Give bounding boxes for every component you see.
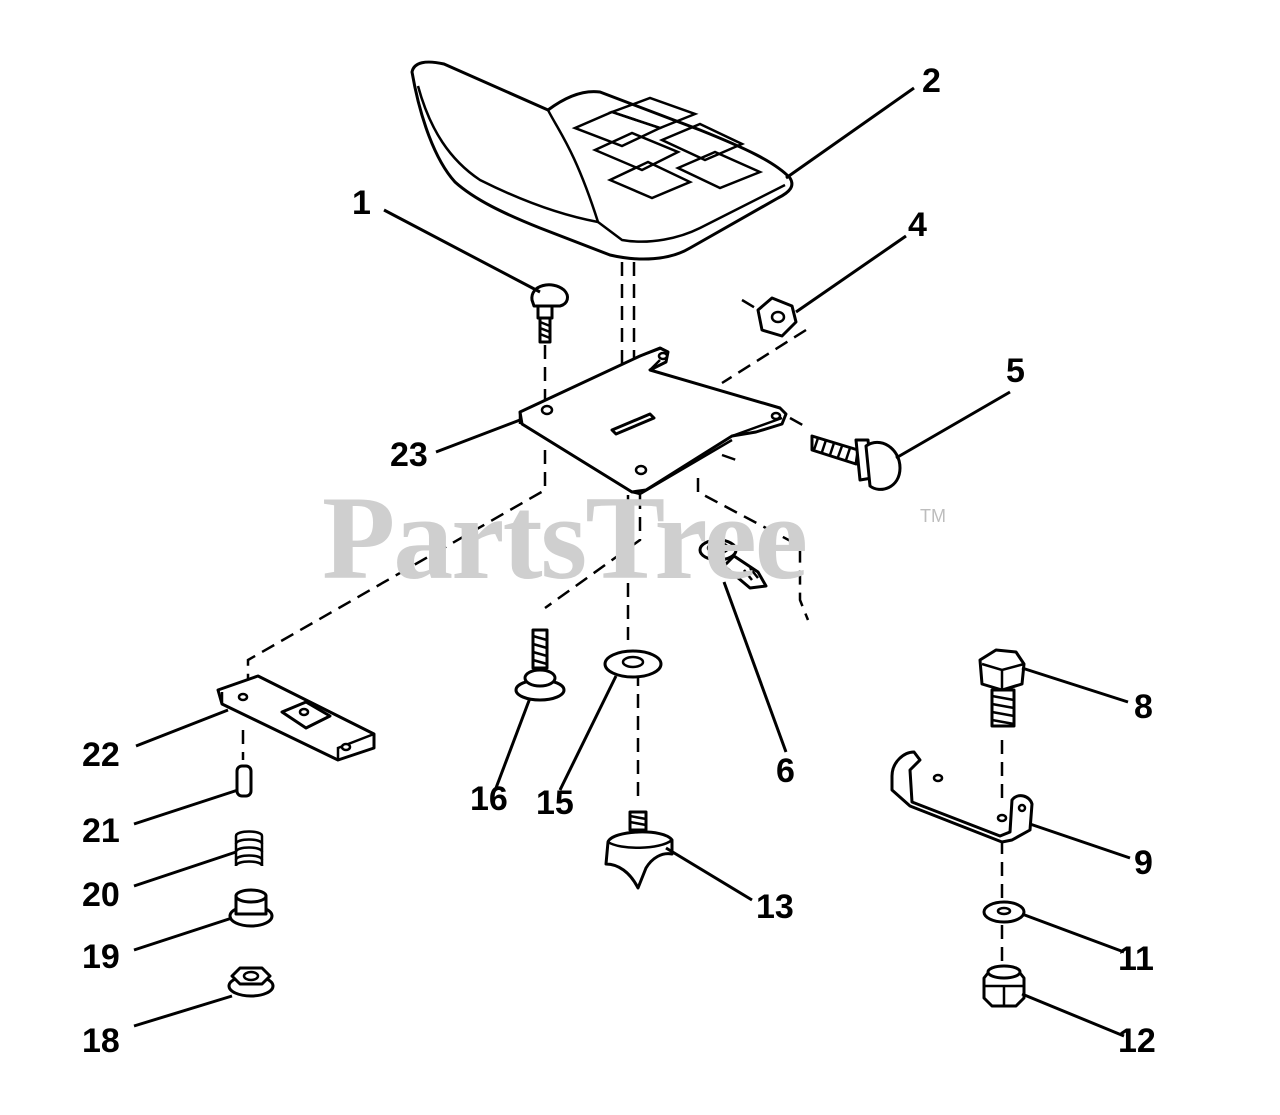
adjustment-plate [216,674,376,762]
callout-20: 20 [82,876,120,914]
shoulder-bolt [514,628,566,702]
callout-6: 6 [776,752,795,790]
carriage-bolt [530,283,569,344]
hex-nut [756,296,798,338]
callout-1: 1 [352,184,371,222]
bracket [890,750,1034,844]
flange-nut [227,966,275,998]
lock-nut [982,964,1026,1008]
washer [603,649,663,679]
callout-4: 4 [908,206,927,244]
hex-bolt [978,648,1026,728]
watermark: PartsTree [322,471,808,604]
washer-small [982,900,1026,924]
callout-19: 19 [82,938,120,976]
trademark-symbol: TM [920,506,946,526]
callout-16: 16 [470,780,508,818]
leader-lines [133,86,1131,1038]
callout-13: 13 [756,888,794,926]
pin [235,764,253,798]
callout-8: 8 [1134,688,1153,726]
seat-plate [518,346,788,496]
callout-11: 11 [1118,940,1154,978]
spring [234,830,264,867]
callout-23: 23 [390,436,428,474]
callout-2: 2 [922,62,941,100]
flange-bolt [810,434,902,491]
callout-12: 12 [1118,1022,1156,1060]
bushing [228,888,274,928]
clip [698,538,768,590]
callout-22: 22 [82,736,120,774]
callout-18: 18 [82,1022,120,1060]
callout-9: 9 [1134,844,1153,882]
callout-21: 21 [82,812,120,850]
callout-5: 5 [1006,352,1025,390]
seat [410,60,794,261]
knob [604,810,674,890]
callout-15: 15 [536,784,574,822]
